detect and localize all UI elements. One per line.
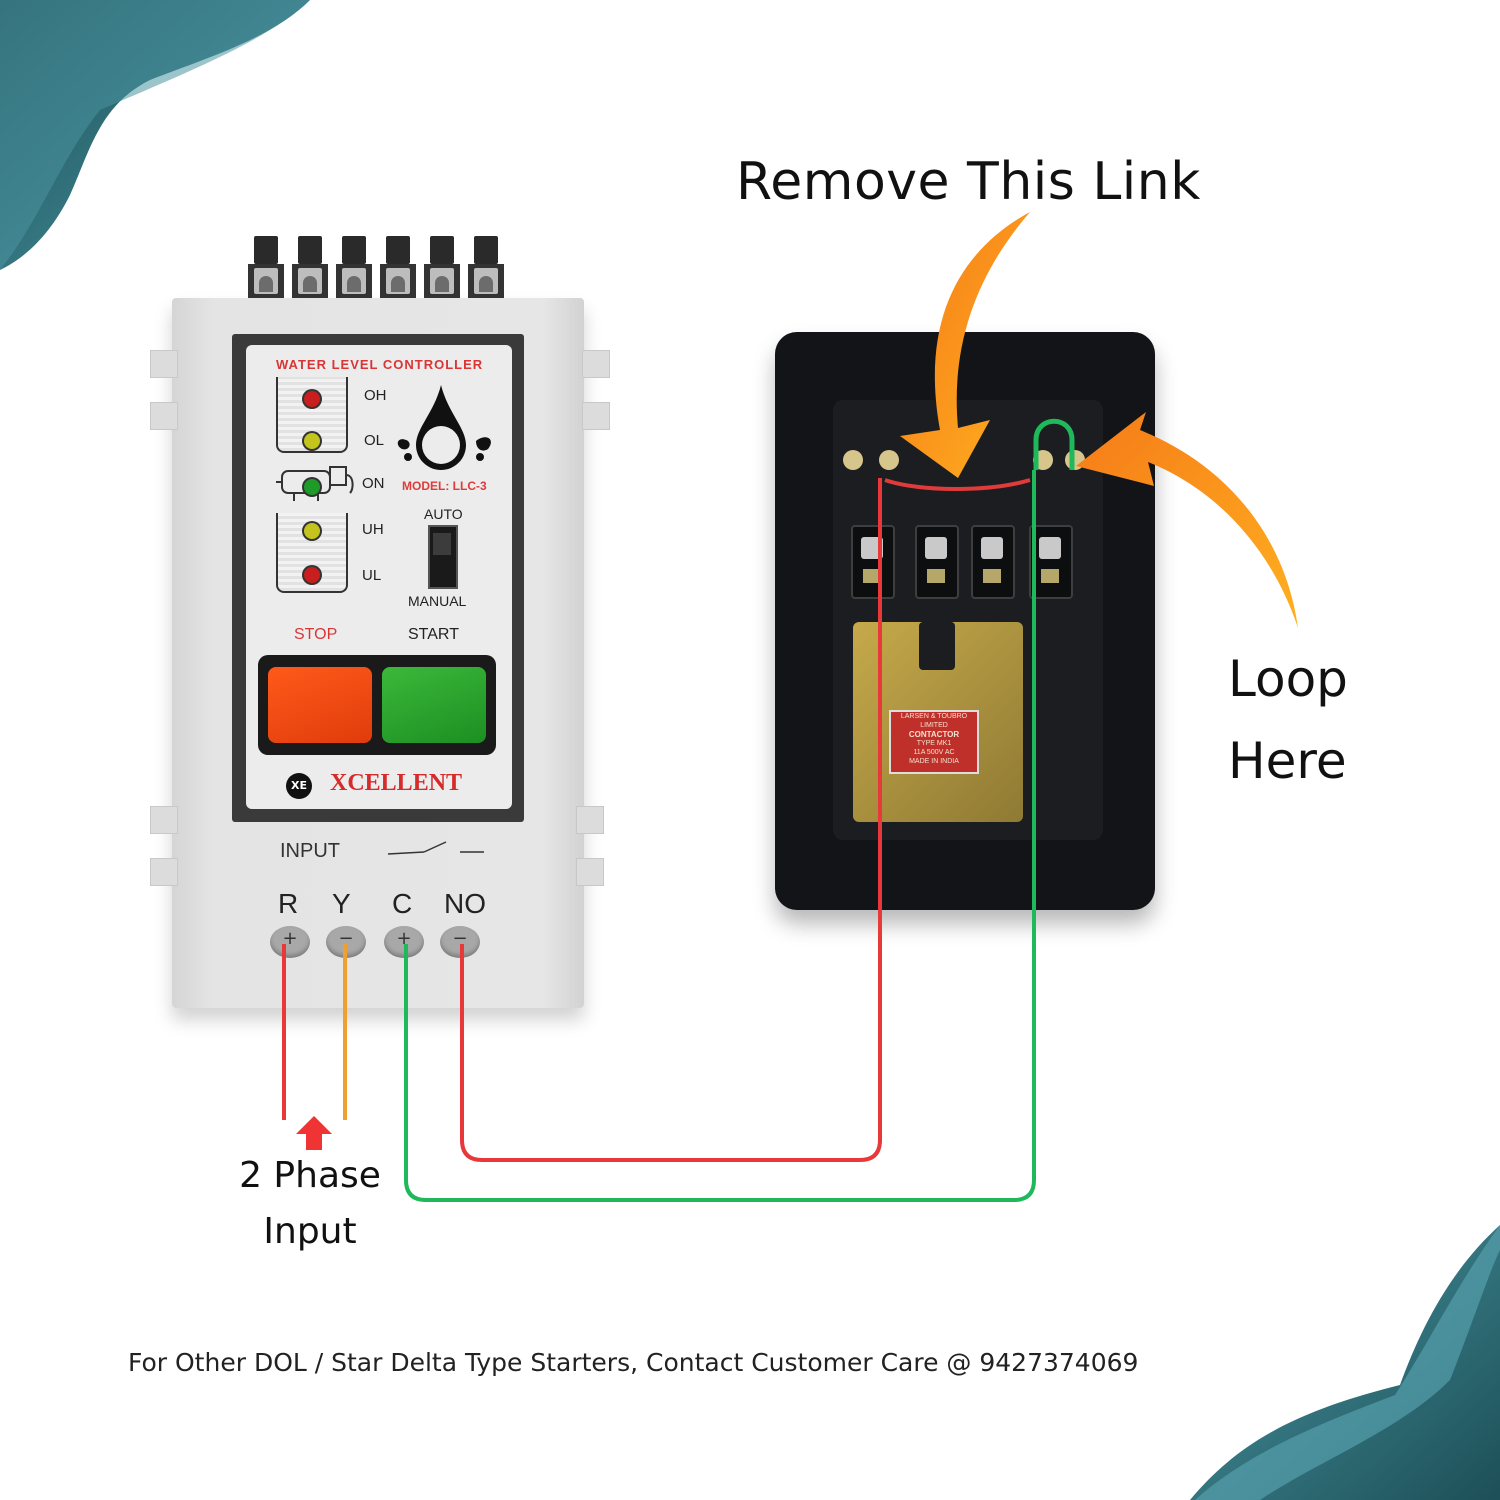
indicator-label: OH: [364, 387, 387, 404]
terminal-label-r: R: [278, 888, 299, 919]
sensor-terminal[interactable]: [468, 236, 504, 298]
aux-screw[interactable]: [879, 450, 899, 470]
starter-enclosure: LARSEN & TOUBRO LIMITED CONTACTOR TYPE M…: [775, 332, 1155, 910]
mount-tab: [150, 858, 178, 886]
coil-clip: [919, 622, 955, 670]
screw-mark: −: [338, 928, 354, 949]
start-label: START: [408, 626, 459, 643]
nameplate-origin: MADE IN INDIA: [909, 758, 959, 765]
led-uh: [304, 523, 320, 539]
led-ol: [304, 433, 320, 449]
mount-tab: [576, 806, 604, 834]
terminal-screw-y[interactable]: −: [326, 926, 366, 958]
mode-auto-label: AUTO: [424, 506, 463, 522]
loop-here-label: Loop Here: [1228, 638, 1348, 802]
contactor-terminal[interactable]: [851, 525, 895, 599]
input-label: INPUT: [280, 840, 340, 862]
sensor-terminal[interactable]: [248, 236, 284, 298]
remove-link-heading: Remove This Link: [736, 152, 1201, 212]
indicator-label: OL: [364, 432, 385, 449]
indicator-label: ON: [362, 475, 385, 492]
aux-screw[interactable]: [1033, 450, 1053, 470]
mount-tab: [150, 350, 178, 378]
corner-wave-bottom-right-light: [1195, 1225, 1500, 1500]
terminal-screw-r[interactable]: +: [270, 926, 310, 958]
corner-wave-top-left-light: [0, 0, 310, 270]
customer-care-footer: For Other DOL / Star Delta Type Starters…: [128, 1348, 1139, 1377]
loop-label-line: Here: [1228, 732, 1347, 790]
terminal-label-y: Y: [332, 888, 351, 919]
led-ul: [304, 567, 320, 583]
mount-tab: [576, 858, 604, 886]
terminal-label-c: C: [392, 888, 413, 919]
led-on: [304, 479, 320, 495]
sensor-terminal[interactable]: [336, 236, 372, 298]
indicator-label: UH: [362, 521, 384, 538]
sensor-terminal[interactable]: [380, 236, 416, 298]
nameplate-title: CONTACTOR: [908, 730, 960, 739]
mount-tab: [582, 402, 610, 430]
two-phase-input-label: 2 Phase Input: [230, 1148, 390, 1260]
loop-label-line: Loop: [1228, 650, 1348, 708]
stop-button[interactable]: [268, 667, 372, 743]
mount-tab: [150, 402, 178, 430]
stop-label: STOP: [294, 626, 338, 643]
push-button-housing: [258, 655, 496, 755]
mode-manual-label: MANUAL: [408, 593, 467, 609]
screw-mark: +: [282, 928, 298, 949]
nameplate-type: TYPE MK1: [916, 740, 952, 747]
brand-logo-icon: XE: [286, 773, 312, 799]
model-label: MODEL: LLC-3: [402, 479, 487, 493]
relay-contact-symbol-icon: [387, 841, 484, 855]
panel-title: WATER LEVEL CONTROLLER: [276, 357, 484, 372]
screw-mark: −: [452, 928, 468, 949]
screw-mark: +: [396, 928, 412, 949]
sensor-terminal[interactable]: [424, 236, 460, 298]
indicator-label: UL: [362, 567, 382, 584]
sensor-terminal[interactable]: [292, 236, 328, 298]
water-drop-icon: [397, 385, 491, 470]
contactor-coil: LARSEN & TOUBRO LIMITED CONTACTOR TYPE M…: [853, 622, 1023, 822]
terminal-screw-c[interactable]: +: [384, 926, 424, 958]
input-label-line: 2 Phase: [239, 1155, 381, 1196]
brand-name: XCELLENT: [330, 770, 463, 796]
auto-manual-switch[interactable]: [428, 525, 458, 589]
terminal-label-no: NO: [444, 888, 486, 919]
mount-tab: [150, 806, 178, 834]
mount-tab: [582, 350, 610, 378]
contactor-terminal[interactable]: [971, 525, 1015, 599]
aux-screw[interactable]: [1065, 450, 1085, 470]
led-oh: [304, 391, 320, 407]
nameplate-maker: LARSEN & TOUBRO LIMITED: [900, 713, 968, 729]
sensor-terminal-block: [240, 236, 518, 298]
start-button[interactable]: [382, 667, 486, 743]
corner-wave-bottom-right: [1190, 1225, 1500, 1500]
contactor-terminal[interactable]: [1029, 525, 1073, 599]
contactor-terminal[interactable]: [915, 525, 959, 599]
contactor-nameplate: LARSEN & TOUBRO LIMITED CONTACTOR TYPE M…: [889, 710, 979, 774]
nameplate-rating: 11A 500V AC: [913, 749, 955, 756]
terminal-screw-no[interactable]: −: [440, 926, 480, 958]
aux-screw[interactable]: [843, 450, 863, 470]
front-panel: WATER LEVEL CONTROLLER OH OL ON UH UL MO…: [246, 345, 512, 809]
input-label-line: Input: [263, 1211, 357, 1252]
